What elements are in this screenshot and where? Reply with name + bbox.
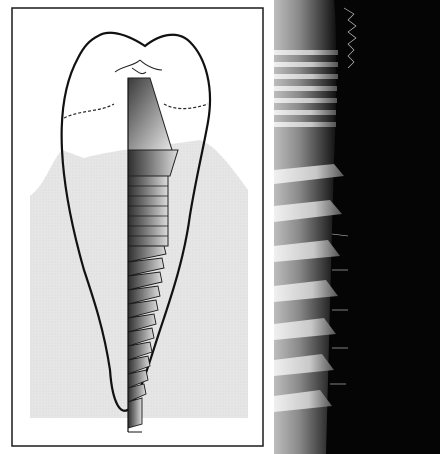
implant-schematic-panel: [0, 0, 270, 454]
implant-body: [128, 176, 168, 246]
implant-schematic-illustration: [0, 0, 270, 454]
implant-collar: [128, 150, 178, 176]
sem-micrograph-panel: [274, 0, 440, 454]
sem-implant-body: [274, 0, 336, 454]
sem-micrograph-image: [274, 0, 440, 454]
